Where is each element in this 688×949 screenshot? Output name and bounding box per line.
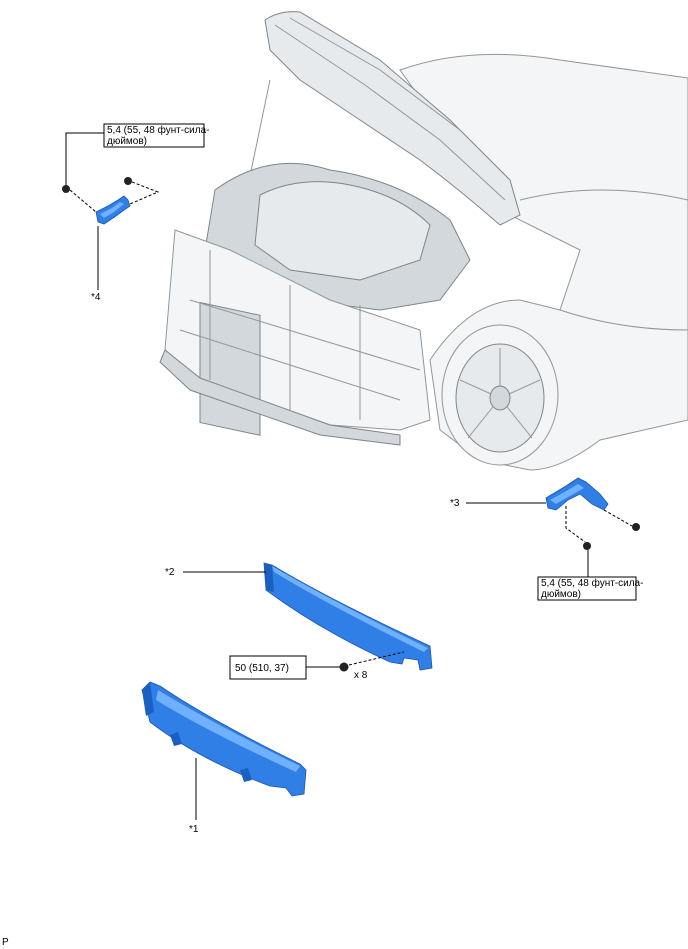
torque-box-center: 50 (510, 37) — [229, 655, 307, 680]
bracket-part-3 — [545, 477, 609, 511]
torque-label: 5,4 (55, 48 фунт-сила- — [541, 577, 643, 589]
torque-box-right: 5,4 (55, 48 фунт-сила- дюймов) — [537, 576, 643, 601]
vehicle-front-illustration — [159, 11, 688, 471]
torque-label: дюймов) — [541, 589, 581, 600]
bolt-icon — [339, 662, 349, 672]
bumper-reinforcement-part-2 — [263, 562, 433, 671]
dashed-guide — [348, 651, 405, 666]
callout-part-2: *2 — [165, 567, 175, 578]
torque-label: 5,4 (55, 48 фунт-сила- — [107, 124, 209, 136]
dashed-guide — [69, 189, 97, 213]
illustration-code: P — [2, 937, 9, 948]
torque-label: 50 (510, 37) — [235, 663, 289, 674]
bumper-absorber-part-1 — [141, 681, 307, 797]
callout-part-1: *1 — [189, 824, 199, 835]
dashed-guide — [565, 506, 586, 543]
bracket-part-4 — [95, 195, 131, 225]
bolt-icon — [62, 177, 132, 193]
dashed-guide — [129, 181, 160, 205]
torque-box-top-left: 5,4 (55, 48 фунт-сила- дюймов) — [103, 123, 209, 148]
torque-label: дюймов) — [107, 136, 147, 147]
callout-part-4: *4 — [91, 292, 101, 303]
dashed-guide — [603, 509, 633, 527]
leader-line — [65, 132, 104, 185]
quantity-label: x 8 — [354, 670, 368, 681]
bolt-icon — [583, 523, 640, 550]
callout-part-3: *3 — [450, 498, 460, 509]
